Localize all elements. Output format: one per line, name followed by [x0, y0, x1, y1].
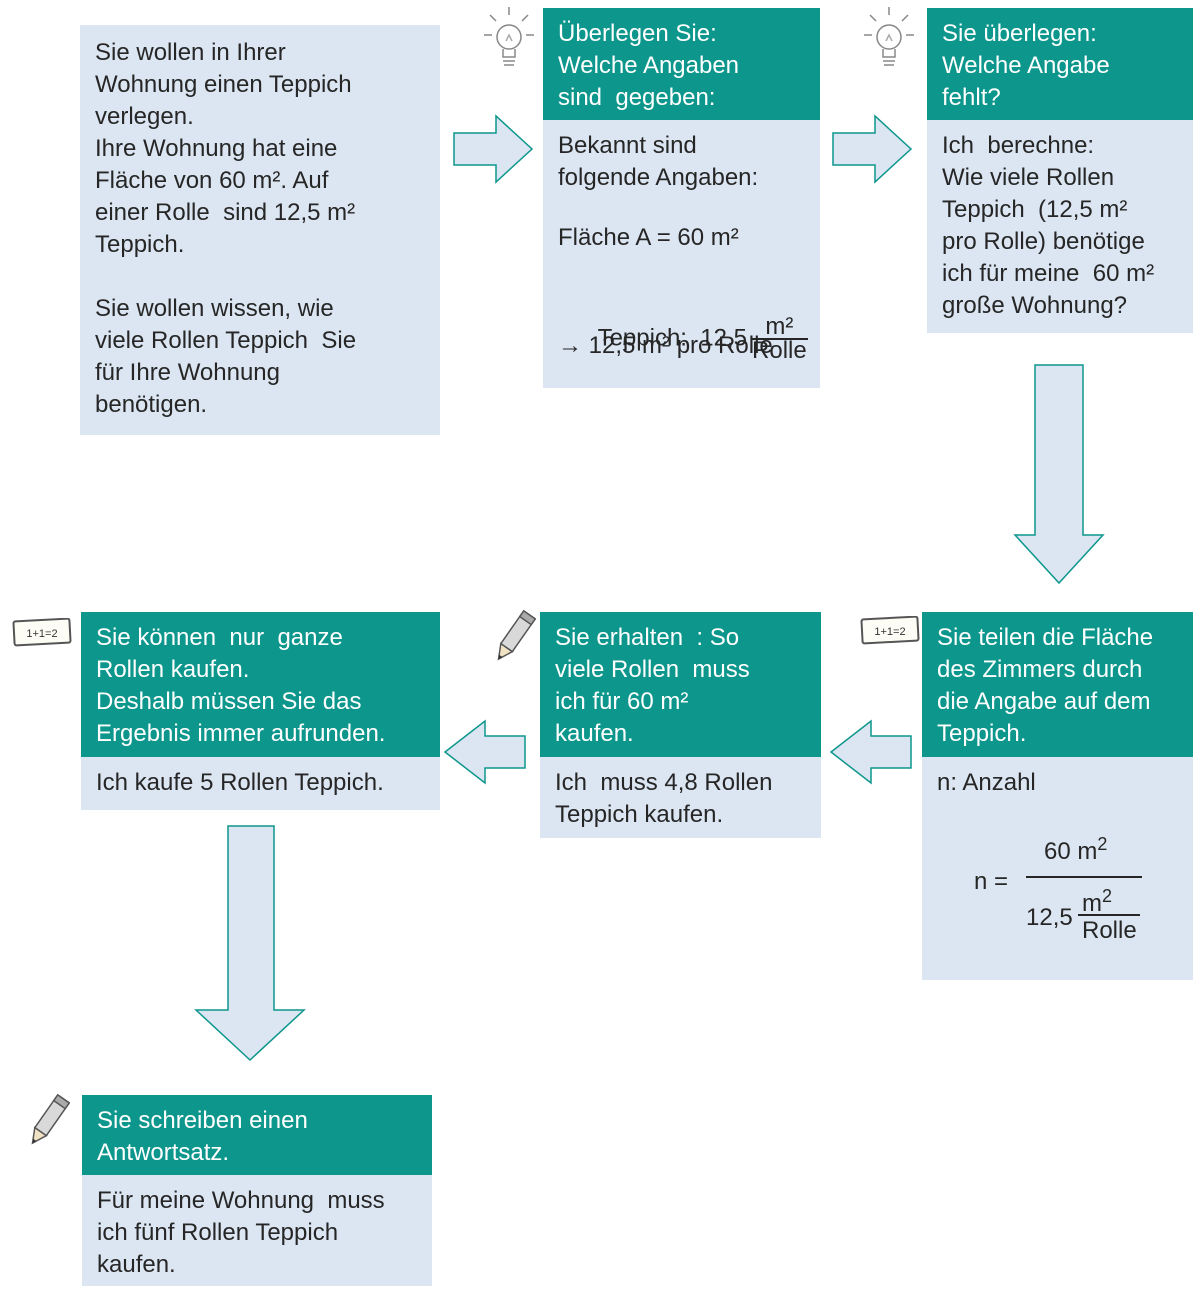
text-line: Ich berechne: [942, 132, 1095, 159]
icon-text: 1+1=2 [26, 628, 57, 640]
text-line: Ich kaufe 5 Rollen Teppich. [96, 769, 384, 796]
arrow-right [832, 114, 913, 184]
step-header: Sie können nur ganze Rollen kaufen. Desh… [81, 612, 440, 757]
formula-numerator: 60 m2 [1044, 834, 1108, 865]
step-header: Überlegen Sie: Welche Angaben sind gegeb… [543, 8, 820, 120]
text-line: Sie wollen in Ihrer [95, 39, 286, 66]
step-header: Sie schreiben einen Antwortsatz. [82, 1095, 432, 1175]
text-line: Teppich kaufen. [555, 801, 724, 828]
pencil-icon [492, 608, 537, 671]
step-header: Sie teilen die Fläche des Zimmers durch … [922, 612, 1193, 757]
header-line: die Angabe auf dem [937, 688, 1151, 715]
pencil-icon [26, 1092, 71, 1155]
header-line: Teppich. [937, 720, 1027, 747]
step-box-answer: Sie schreiben einen Antwortsatz. Für mei… [82, 1095, 432, 1286]
step-box-round-up: Sie können nur ganze Rollen kaufen. Desh… [81, 612, 440, 810]
step-box-given: Überlegen Sie: Welche Angaben sind gegeb… [543, 8, 820, 388]
arrow-left [829, 719, 912, 785]
text-line: Teppich. [95, 231, 185, 258]
text-line: Ich muss 4,8 Rollen [555, 769, 773, 796]
header-line: Ergebnis immer aufrunden. [96, 720, 386, 747]
icon-text: 1+1=2 [874, 626, 905, 638]
text-line: kaufen. [97, 1251, 176, 1278]
text-line: Ihre Wohnung hat eine [95, 135, 338, 162]
step-body: Bekannt sind folgende Angaben: Fläche A … [543, 120, 820, 370]
header-line: ich für 60 m² [555, 688, 689, 715]
arrow-down [194, 825, 306, 1062]
text-line: viele Rollen Teppich Sie [95, 327, 357, 354]
header-line: Deshalb müssen Sie das [96, 688, 362, 715]
text-line: folgende Angaben: [558, 164, 759, 191]
header-line: Sie schreiben einen [97, 1107, 308, 1134]
header-line: Sie erhalten : So [555, 624, 740, 651]
arrow-left [443, 719, 526, 785]
step-box-divide: Sie teilen die Fläche des Zimmers durch … [922, 612, 1193, 980]
arrow-down [1013, 364, 1105, 585]
lightbulb-icon [482, 5, 536, 82]
step-box-missing: Sie überlegen: Welche Angabe fehlt? Ich … [927, 8, 1193, 333]
step-body: n: Anzahl [922, 757, 1193, 807]
header-line: Sie überlegen: [942, 20, 1097, 47]
header-line: sind gegeben: [558, 84, 716, 111]
carpet-label: Teppich: 12,5 [597, 324, 748, 352]
header-line: Welche Angabe [942, 52, 1110, 79]
variable-label: n: Anzahl [937, 769, 1036, 796]
header-line: Rollen kaufen. [96, 656, 250, 683]
step-header: Sie überlegen: Welche Angabe fehlt? [927, 8, 1193, 120]
header-line: Überlegen Sie: [558, 20, 717, 47]
calculator-note-icon: 1+1=2 [860, 615, 922, 651]
text-line: benötigen. [95, 391, 208, 418]
text-line: Für meine Wohnung muss [97, 1187, 385, 1214]
lightbulb-icon [862, 5, 916, 82]
header-line: Sie können nur ganze [96, 624, 343, 651]
text-line: Bekannt sind [558, 132, 697, 159]
formula-bar [1026, 876, 1142, 878]
step-header: Sie erhalten : So viele Rollen muss ich … [540, 612, 821, 757]
per-roll-line: → 12,5 m² pro Rolle [558, 332, 773, 359]
text-line: verlegen. [95, 103, 194, 130]
text-line: Teppich (12,5 m² [942, 196, 1128, 223]
header-line: Sie teilen die Fläche [937, 624, 1154, 651]
header-line: viele Rollen muss [555, 656, 750, 683]
header-line: kaufen. [555, 720, 634, 747]
text-line: pro Rolle) benötige [942, 228, 1145, 255]
text-line: ich für meine 60 m² [942, 260, 1155, 287]
header-line: Welche Angaben [558, 52, 740, 79]
step-body: Ich berechne: Wie viele Rollen Teppich (… [927, 120, 1193, 330]
step-body: Für meine Wohnung muss ich fünf Rollen T… [82, 1175, 432, 1289]
problem-text: Sie wollen in Ihrer Wohnung einen Teppic… [80, 25, 440, 429]
step-body: Ich kaufe 5 Rollen Teppich. [81, 757, 440, 807]
text-line: Wie viele Rollen [942, 164, 1115, 191]
text-line: große Wohnung? [942, 292, 1128, 319]
text-line: Sie wollen wissen, wie [95, 295, 334, 322]
calculator-note-icon: 1+1=2 [12, 617, 74, 653]
step-box-problem: Sie wollen in Ihrer Wohnung einen Teppic… [80, 25, 440, 435]
text-line: für Ihre Wohnung [95, 359, 281, 386]
fraction-denominator: Rolle [751, 337, 808, 364]
text-line: Wohnung einen Teppich [95, 71, 352, 98]
fraction-numerator: m² [765, 313, 794, 340]
text-line: Fläche von 60 m². Auf [95, 167, 329, 194]
step-box-result: Sie erhalten : So viele Rollen muss ich … [540, 612, 821, 838]
header-line: Antwortsatz. [97, 1139, 230, 1166]
arrow-right [453, 114, 534, 184]
text-line: ich fünf Rollen Teppich [97, 1219, 339, 1246]
formula-lhs: n = [974, 868, 1009, 895]
division-formula: n = 60 m2 12,5 m2 Rolle [974, 834, 1174, 946]
area-given: Fläche A = 60 m² [558, 224, 739, 251]
text-line: einer Rolle sind 12,5 m² [95, 199, 356, 226]
header-line: fehlt? [942, 84, 1001, 111]
step-body: Ich muss 4,8 Rollen Teppich kaufen. [540, 757, 821, 839]
header-line: des Zimmers durch [937, 656, 1143, 683]
